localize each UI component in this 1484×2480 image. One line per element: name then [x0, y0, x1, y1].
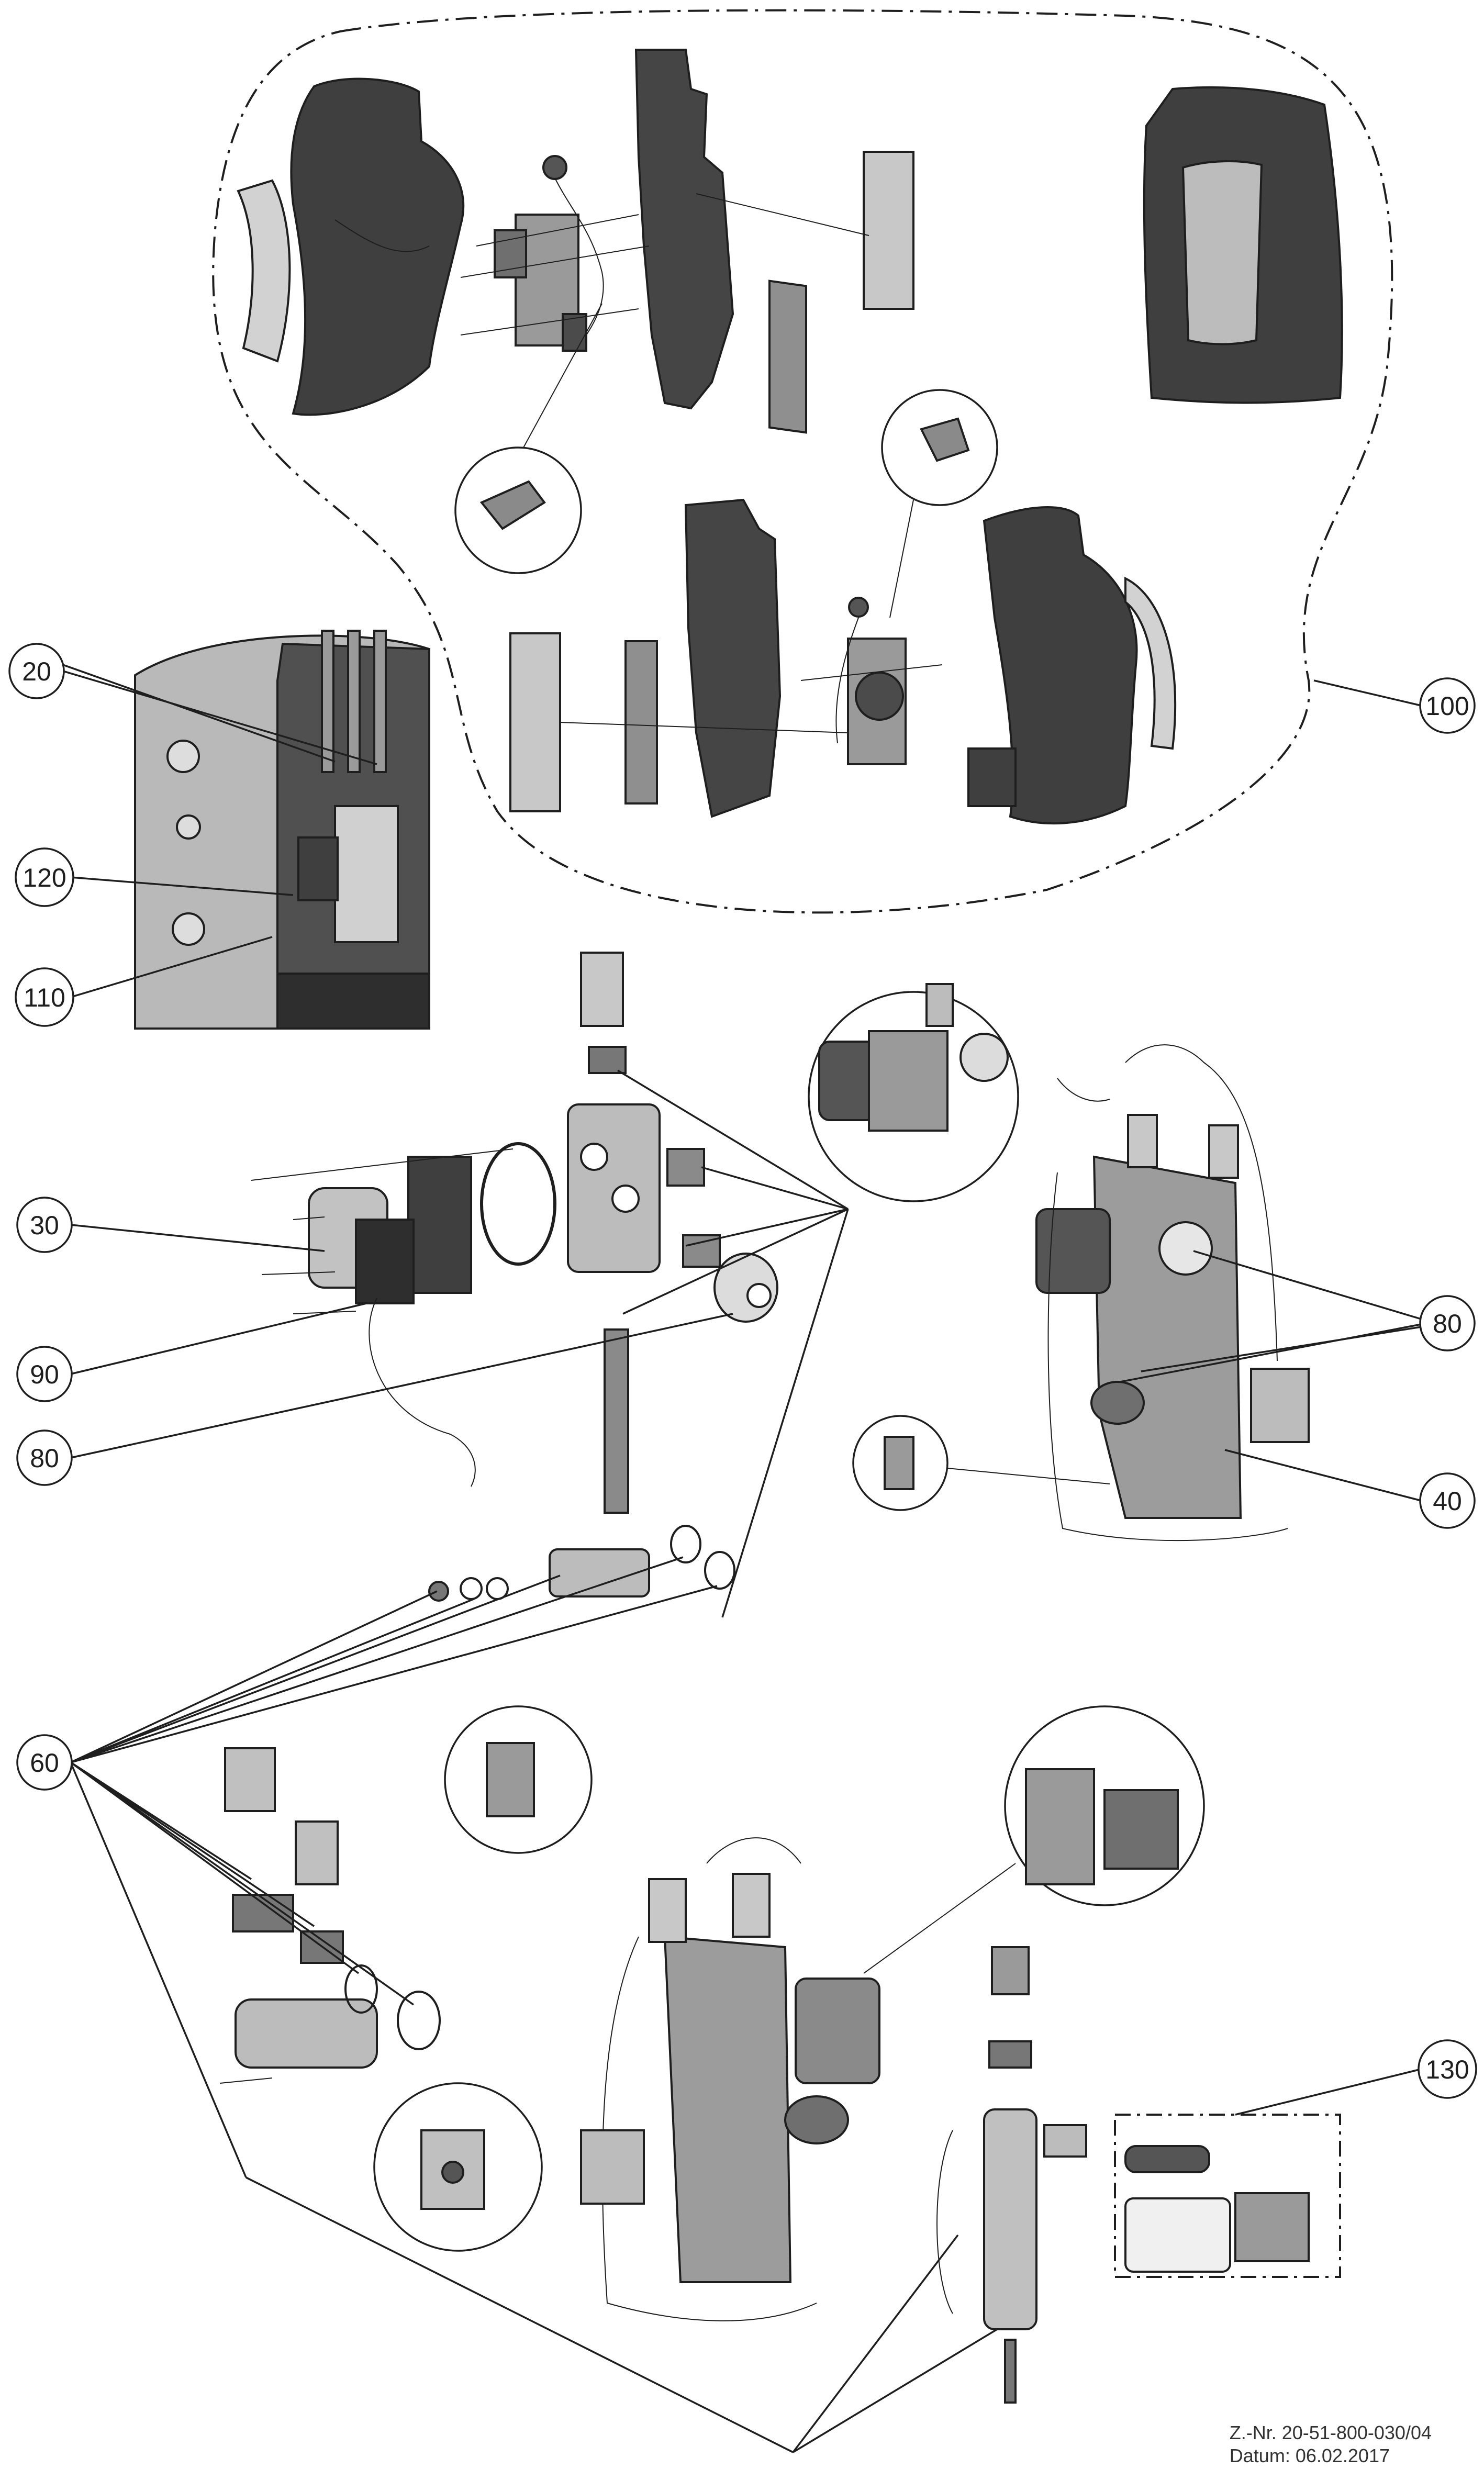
tank-pipes: [321, 630, 387, 773]
pump-detail: [818, 983, 1009, 1132]
pump-motor: [308, 1156, 476, 1487]
tank-port-upper: [166, 740, 200, 773]
drawing-number-line: Z.-Nr. 20-51-800-030/04: [1229, 2422, 1432, 2443]
svg-text:20: 20: [22, 657, 51, 686]
cover-latch: [967, 747, 1017, 807]
cover-highlight: [334, 219, 430, 252]
callout-60: 60: [16, 1734, 73, 1791]
connection-detail: [486, 1742, 535, 1817]
fittings-set-left: [219, 1747, 441, 2084]
valve-stack-right: [936, 1946, 1087, 2404]
callout-100: 100: [1419, 677, 1476, 734]
center-valve-stack: [567, 952, 661, 1514]
light-shield-right: [1124, 576, 1177, 750]
tank-port-middle: [176, 814, 201, 840]
callout-40: 40: [1419, 1472, 1476, 1529]
heat-exchanger-detail: [1025, 1768, 1095, 1885]
o-ring-large: [480, 1142, 556, 1266]
plate-upper: [768, 280, 807, 434]
tank-pump: [297, 836, 339, 901]
tank-heat-exchanger: [334, 805, 399, 943]
callout-120: 120: [15, 847, 74, 907]
lower-fittings: [428, 1525, 735, 1602]
bracket-right-detail: [920, 417, 970, 462]
assembly-lower-body: [663, 1935, 792, 2283]
insulation-shell-upper: [634, 49, 734, 410]
callout-80-right: 80: [1419, 1295, 1476, 1351]
svg-text:90: 90: [30, 1360, 59, 1389]
light-shield-left: [237, 179, 291, 363]
callout-leaders: [62, 664, 1422, 2453]
callout-90: 90: [16, 1346, 73, 1402]
pump-module-lower: [560, 597, 943, 765]
callout-80-center: 80: [16, 1429, 73, 1486]
assembly-lower-details: [580, 1837, 880, 2321]
callout-130: 130: [1418, 2039, 1477, 2099]
insulation-shell-lower: [684, 498, 782, 818]
insulation-pad-upper: [863, 151, 914, 310]
svg-text:100: 100: [1425, 691, 1469, 721]
svg-text:30: 30: [30, 1211, 59, 1240]
svg-text:80: 80: [30, 1444, 59, 1473]
detail-leader-c: [947, 1468, 1110, 1484]
svg-text:80: 80: [1433, 1309, 1462, 1338]
assembly-group-boundary: [212, 9, 1393, 914]
svg-text:60: 60: [30, 1748, 59, 1778]
svg-text:40: 40: [1433, 1487, 1462, 1516]
front-cover-left: [290, 77, 465, 416]
detail-leader-d: [863, 1863, 1016, 1974]
pump-detail-lower: [1103, 1789, 1179, 1870]
detail-leader-a: [523, 303, 602, 448]
plate-lower: [624, 640, 658, 805]
svg-text:130: 130: [1425, 2055, 1469, 2084]
tank-port-lower: [172, 912, 205, 946]
callout-30: 30: [16, 1197, 73, 1253]
cover-display-window: [1181, 160, 1263, 345]
box-detail-port: [441, 2161, 464, 2184]
svg-text:110: 110: [24, 983, 65, 1012]
assembly-40-details: [1035, 1044, 1310, 1541]
svg-text:120: 120: [23, 863, 66, 892]
callout-20: 20: [8, 643, 65, 699]
bracket-upper-detail: [479, 480, 546, 530]
temperature-sensor-box: [1114, 2114, 1341, 2278]
tank-base: [276, 973, 430, 1030]
fitting-detail: [884, 1436, 914, 1490]
assembly-40-body: [1092, 1155, 1242, 1519]
thermometer-valve: [666, 1148, 778, 1323]
detail-leader-b: [889, 499, 914, 618]
temperature-sensor: [1124, 2145, 1310, 2273]
insulation-pad-lower: [509, 632, 561, 812]
drawing-date-line: Datum: 06.02.2017: [1229, 2445, 1390, 2466]
drawing-number: Z.-Nr. 20-51-800-030/04 Datum: 06.02.201…: [1230, 2421, 1432, 2467]
callout-110: 110: [15, 967, 74, 1027]
